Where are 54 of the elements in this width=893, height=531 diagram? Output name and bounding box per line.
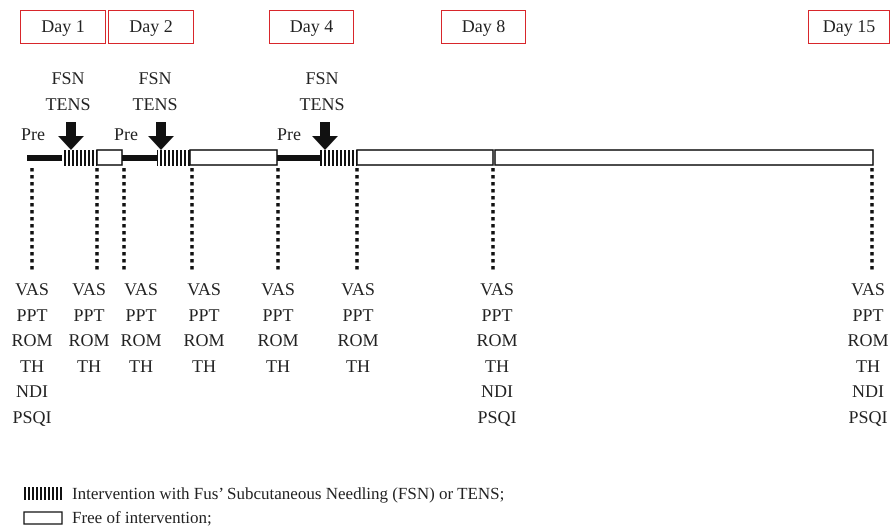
measure-label: PPT <box>262 304 294 324</box>
measure-label: VAS <box>187 279 221 299</box>
intervention-label: FSN <box>138 68 172 88</box>
intervention-label: TENS <box>300 94 344 114</box>
measure-label: ROM <box>68 330 110 350</box>
measure-label: PPT <box>73 304 105 324</box>
measure-label: VAS <box>480 279 514 299</box>
pre-label: Pre <box>21 124 45 144</box>
measure-label: TH <box>20 356 44 376</box>
day-box: Day 1 <box>20 10 106 44</box>
measure-label: VAS <box>72 279 106 299</box>
measure-label: NDI <box>481 381 513 401</box>
measure-label: NDI <box>16 381 48 401</box>
measure-label: VAS <box>261 279 295 299</box>
measure-label: VAS <box>15 279 49 299</box>
measure-label: PPT <box>125 304 157 324</box>
legend-text: Free of intervention; <box>72 508 212 528</box>
day-box: Day 2 <box>108 10 194 44</box>
intervention-label: TENS <box>46 94 90 114</box>
measure-label: TH <box>266 356 290 376</box>
measure-label: TH <box>485 356 509 376</box>
measure-label: ROM <box>338 330 378 350</box>
measure-label: TH <box>192 356 216 376</box>
measure-label: PPT <box>342 304 374 324</box>
measure-label: PPT <box>852 304 884 324</box>
measure-label: VAS <box>341 279 375 299</box>
measure-label: ROM <box>476 330 518 350</box>
measure-label: ROM <box>120 330 162 350</box>
measure-label: ROM <box>12 330 52 350</box>
pre-label: Pre <box>277 124 301 144</box>
measure-label: TH <box>129 356 153 376</box>
intervention-label: TENS <box>132 94 178 114</box>
day-box: Day 4 <box>269 10 354 44</box>
measure-label: VAS <box>851 279 885 299</box>
measure-label: PSQI <box>478 406 516 426</box>
measure-label: TH <box>856 356 880 376</box>
day-box: Day 15 <box>808 10 890 44</box>
measure-label: TH <box>346 356 370 376</box>
measure-label: ROM <box>258 330 298 350</box>
measure-label: PPT <box>481 304 513 324</box>
legend-text: Intervention with Fus’ Subcutaneous Needling (FSN) or TENS; <box>72 484 504 504</box>
measure-label: ROM <box>184 330 224 350</box>
measure-label: PPT <box>188 304 220 324</box>
intervention-label: FSN <box>305 68 339 88</box>
pre-label: Pre <box>114 124 138 144</box>
measure-label: TH <box>77 356 101 376</box>
day-box: Day 8 <box>441 10 526 44</box>
measure-label: NDI <box>852 381 884 401</box>
intervention-label: FSN <box>51 68 85 88</box>
measure-label: PSQI <box>848 406 888 426</box>
measure-label: ROM <box>848 330 888 350</box>
measure-label: PPT <box>16 304 48 324</box>
measure-label: PSQI <box>12 406 52 426</box>
measure-label: VAS <box>124 279 158 299</box>
